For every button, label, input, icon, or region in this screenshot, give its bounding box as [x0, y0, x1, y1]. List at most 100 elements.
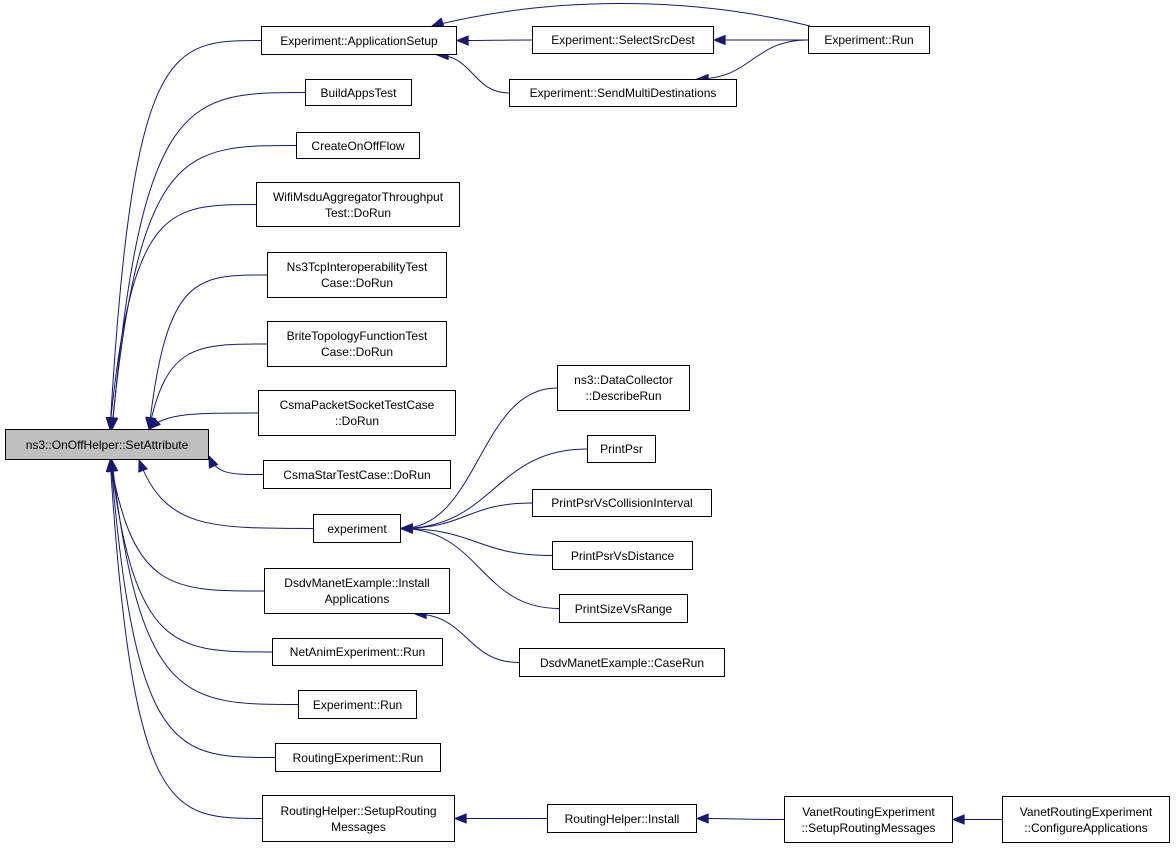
node-label-line: RoutingHelper::Install — [564, 811, 680, 826]
call-edge — [400, 528, 560, 609]
call-edge — [111, 92, 306, 430]
call-edge — [109, 459, 263, 819]
node-label-line: CsmaPacketSocketTestCase — [279, 398, 435, 412]
node-label-line: NetAnimExperiment::Run — [289, 645, 426, 659]
node-experiment-function[interactable]: experiment — [313, 514, 401, 543]
node-datacollector-describerun[interactable]: ns3::DataCollector::DescribeRun — [557, 365, 690, 411]
node-printpsrvscollisioninterval[interactable]: PrintPsrVsCollisionInterval — [532, 489, 712, 517]
call-edge — [414, 613, 520, 663]
arrowhead-icon — [138, 458, 148, 473]
node-label-line: RoutingExperiment::Run — [292, 750, 424, 765]
node-label-line: Experiment::SelectSrcDest — [551, 33, 695, 47]
node-label-line: ::ConfigureApplications — [1024, 820, 1148, 835]
node-label-line: ns3::DataCollector — [574, 373, 673, 387]
node-label-line: DsdvManetExample::Install — [284, 576, 430, 590]
node-label-line: WifiMsduAggregatorThroughput — [272, 189, 444, 204]
node-label-line: PrintPsrVsDistance — [570, 548, 675, 563]
arrowhead-icon — [399, 523, 413, 534]
call-edge — [431, 3, 811, 27]
node-label-line: Experiment::SendMultiDestinations — [529, 86, 717, 100]
call-edge — [400, 448, 588, 529]
node-label-line: Case::DoRun — [320, 345, 394, 359]
arrowhead-icon — [453, 813, 467, 824]
node-experiment-run-left[interactable]: Experiment::Run — [298, 690, 417, 719]
node-label-line: Messages — [331, 819, 386, 834]
call-edge — [138, 459, 314, 529]
arrowhead-icon — [105, 458, 117, 472]
call-edge — [110, 459, 276, 758]
call-edge — [148, 343, 268, 430]
node-label-line: CreateOnOffFlow — [311, 138, 405, 153]
node-netanimexperiment-run[interactable]: NetAnimExperiment::Run — [272, 638, 443, 666]
node-buildappstest[interactable]: BuildAppsTest — [305, 79, 412, 106]
node-label-line: ::SetupRoutingMessages — [801, 820, 936, 835]
node-label-line: DsdvManetExample::CaseRun — [539, 655, 705, 670]
arrowhead-icon — [208, 454, 219, 469]
node-label-line: VanetRoutingExperiment — [802, 804, 935, 819]
call-edge — [208, 455, 264, 475]
call-edge — [400, 528, 553, 556]
arrowhead-icon — [105, 416, 117, 431]
call-edge — [109, 40, 262, 430]
arrowhead-icon — [712, 34, 726, 46]
node-label-line: VanetRoutingExperiment — [1019, 804, 1153, 819]
node-experiment-sendmultidestinations[interactable]: Experiment::SendMultiDestinations — [509, 79, 737, 107]
node-vanetroutingexperiment-setuproutingmessages[interactable]: VanetRoutingExperiment::SetupRoutingMess… — [784, 796, 953, 843]
node-label-line: Test::DoRun — [324, 205, 392, 220]
node-label-line: Ns3TcpInteroperabilityTest — [286, 260, 428, 274]
node-createonoffflow[interactable]: CreateOnOffFlow — [296, 132, 420, 159]
node-label-line: PrintPsr — [600, 442, 643, 456]
node-label-line: ::DescribeRun — [585, 389, 662, 403]
node-label-line: experiment — [327, 521, 387, 536]
call-edge — [111, 459, 299, 705]
arrowhead-icon — [148, 417, 161, 430]
call-edge — [110, 459, 273, 653]
node-label-line: PrintSizeVsRange — [574, 601, 673, 616]
call-edge — [109, 459, 265, 592]
call-edge — [400, 502, 533, 529]
node-label-line: CsmaStarTestCase::DoRun — [283, 467, 431, 482]
arrowhead-icon — [455, 35, 469, 46]
node-label-line: ::DoRun — [334, 414, 380, 428]
arrowhead-icon — [951, 814, 965, 825]
node-printpsr[interactable]: PrintPsr — [587, 435, 656, 463]
node-label-line: Experiment::Run — [824, 33, 914, 47]
node-routingexperiment-run[interactable]: RoutingExperiment::Run — [275, 743, 441, 772]
arrowhead-icon — [695, 813, 709, 824]
node-printsizevsrange[interactable]: PrintSizeVsRange — [559, 594, 688, 623]
node-label-line: BuildAppsTest — [320, 85, 397, 100]
node-csmastartestcase-dorun[interactable]: CsmaStarTestCase::DoRun — [263, 460, 451, 489]
node-label-line: Experiment::Run — [312, 697, 403, 712]
node-onoffhelper-setattribute: ns3::OnOffHelper::SetAttribute — [5, 429, 209, 460]
node-experiment-run-right[interactable]: Experiment::Run — [808, 26, 930, 54]
call-edge — [148, 412, 259, 430]
call-edge — [436, 54, 510, 94]
node-label-line: Experiment::ApplicationSetup — [280, 33, 438, 48]
node-label-line: PrintPsrVsCollisionInterval — [551, 496, 693, 510]
node-csmapacketsockettestcase-dorun[interactable]: CsmaPacketSocketTestCase::DoRun — [258, 390, 456, 436]
node-experiment-selectsrcdest[interactable]: Experiment::SelectSrcDest — [532, 26, 714, 54]
node-label-line: ns3::OnOffHelper::SetAttribute — [25, 437, 189, 452]
node-label-line: Case::DoRun — [320, 276, 394, 290]
node-vanetroutingexperiment-configureapplications[interactable]: VanetRoutingExperiment::ConfigureApplica… — [1002, 796, 1170, 843]
node-printpsrvsdistance[interactable]: PrintPsrVsDistance — [552, 541, 693, 570]
node-dsdvmanetexample-caserun[interactable]: DsdvManetExample::CaseRun — [519, 648, 725, 677]
call-edge — [148, 274, 268, 430]
call-edge — [109, 204, 257, 430]
node-label-line: Applications — [324, 592, 390, 606]
node-label-line: BriteTopologyFunctionTest — [286, 329, 428, 343]
node-experiment-applicationsetup[interactable]: Experiment::ApplicationSetup — [261, 26, 457, 55]
node-routinghelper-install[interactable]: RoutingHelper::Install — [547, 804, 697, 833]
call-edge — [111, 145, 297, 430]
node-label-line: RoutingHelper::SetupRouting — [280, 803, 437, 818]
call-edge — [696, 818, 785, 820]
call-edge — [400, 387, 558, 529]
call-edge — [696, 39, 809, 80]
